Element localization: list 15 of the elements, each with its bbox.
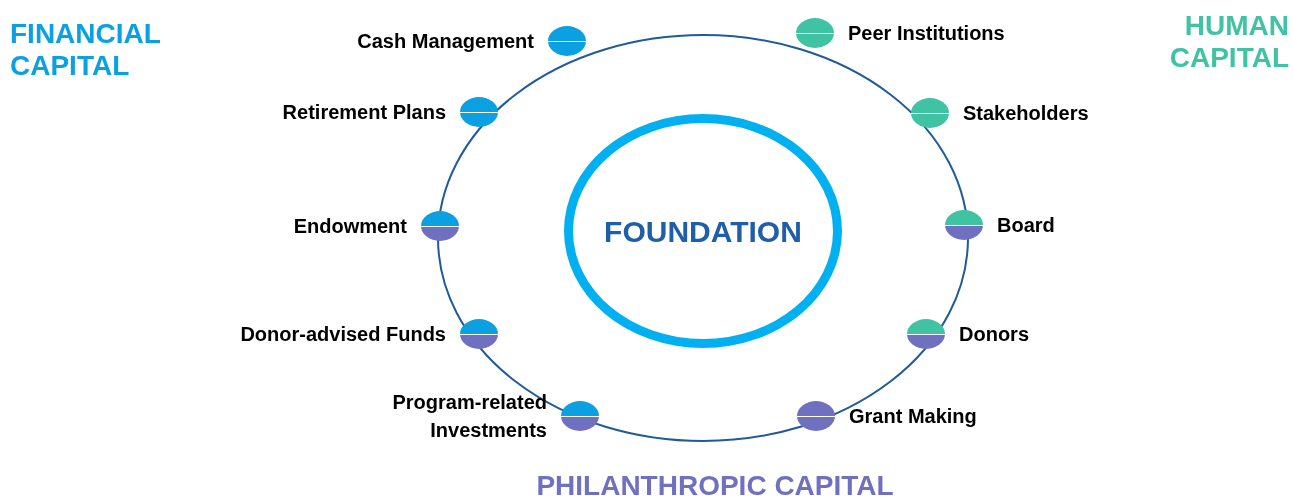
- item-label: Donor-advised Funds: [240, 322, 446, 347]
- item-label: Board: [997, 213, 1055, 238]
- foundation-ellipse: [564, 114, 842, 348]
- item-label: Endowment: [293, 214, 407, 239]
- item-label: Program-related Investments: [391, 390, 547, 443]
- item-label: Retirement Plans: [282, 100, 446, 125]
- item-label: Grant Making: [849, 404, 977, 429]
- item-label: Stakeholders: [963, 101, 1089, 126]
- item-label: Peer Institutions: [848, 21, 1005, 46]
- item-label: Donors: [959, 322, 1029, 347]
- category-heading: HUMAN CAPITAL: [1168, 10, 1289, 74]
- category-heading: PHILANTHROPIC CAPITAL: [535, 470, 895, 499]
- foundation-label: FOUNDATION: [604, 213, 802, 250]
- category-heading: FINANCIAL CAPITAL: [10, 18, 162, 82]
- item-label: Cash Management: [357, 29, 534, 54]
